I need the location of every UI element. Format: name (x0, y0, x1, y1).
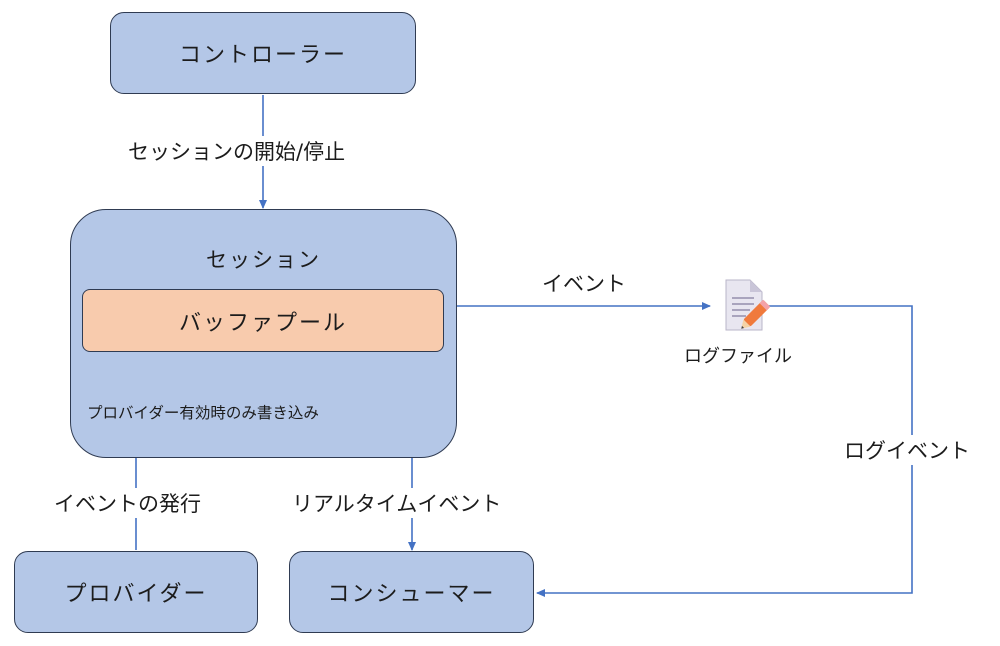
emit-event-label: イベントの発行 (50, 488, 205, 518)
buffer-pool-node: バッファプール (82, 289, 444, 352)
document-pencil-icon (720, 278, 772, 334)
consumer-label: コンシューマー (327, 582, 496, 607)
provider-label: プロバイダー (64, 582, 208, 607)
consumer-node: コンシューマー (289, 551, 534, 633)
event-label: イベント (542, 272, 626, 296)
write-when-enabled-label: プロバイダー有効時のみ書き込み (87, 404, 319, 422)
log-file-label: ログファイル (684, 346, 792, 367)
log-event-label: ログイベント (840, 435, 974, 465)
controller-label: コントローラー (178, 43, 347, 68)
buffer-pool-label: バッファプール (178, 310, 347, 336)
session-start-stop-label: セッションの開始/停止 (128, 136, 346, 166)
session-label: セッション (206, 248, 321, 272)
realtime-event-label: リアルタイムイベント (288, 488, 506, 518)
controller-node: コントローラー (110, 12, 416, 94)
provider-node: プロバイダー (14, 551, 258, 633)
